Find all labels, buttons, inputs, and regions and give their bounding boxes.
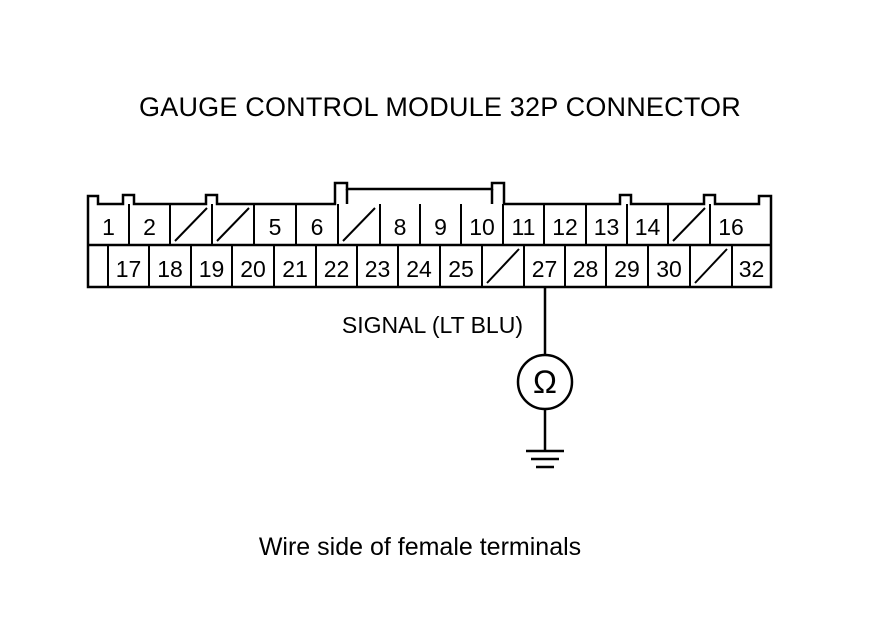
terminal-28: 28 bbox=[573, 256, 599, 282]
empty-terminal-slash bbox=[694, 248, 728, 284]
terminal-6: 6 bbox=[311, 214, 324, 240]
terminal-13: 13 bbox=[594, 214, 620, 240]
terminal-14: 14 bbox=[635, 214, 661, 240]
empty-terminal-slash bbox=[216, 207, 250, 242]
terminal-8: 8 bbox=[394, 214, 407, 240]
terminal-20: 20 bbox=[240, 256, 266, 282]
terminal-24: 24 bbox=[406, 256, 432, 282]
terminal-12: 12 bbox=[552, 214, 578, 240]
terminal-5: 5 bbox=[269, 214, 282, 240]
terminal-18: 18 bbox=[157, 256, 183, 282]
terminal-23: 23 bbox=[365, 256, 391, 282]
diagram-caption: Wire side of female terminals bbox=[258, 533, 582, 561]
empty-terminal-slash bbox=[342, 207, 376, 242]
terminal-25: 25 bbox=[448, 256, 474, 282]
terminal-30: 30 bbox=[656, 256, 682, 282]
ohm-symbol: Ω bbox=[533, 364, 557, 400]
signal-label: SIGNAL (LT BLU) bbox=[342, 312, 523, 338]
ohmmeter-icon: Ω bbox=[516, 353, 574, 411]
terminal-17: 17 bbox=[116, 256, 142, 282]
terminal-22: 22 bbox=[324, 256, 350, 282]
terminal-32: 32 bbox=[739, 256, 765, 282]
terminal-19: 19 bbox=[199, 256, 225, 282]
empty-terminal-slash bbox=[174, 207, 208, 242]
empty-terminal-slash bbox=[672, 207, 706, 242]
terminal-1: 1 bbox=[102, 214, 115, 240]
terminal-21: 21 bbox=[282, 256, 308, 282]
terminal-11: 11 bbox=[512, 214, 536, 240]
terminal-29: 29 bbox=[614, 256, 640, 282]
terminal-16: 16 bbox=[718, 214, 744, 240]
terminal-10: 10 bbox=[469, 214, 495, 240]
terminal-27: 27 bbox=[532, 256, 558, 282]
diagram-title: GAUGE CONTROL MODULE 32P CONNECTOR bbox=[139, 92, 741, 122]
empty-terminal-slash bbox=[486, 248, 520, 284]
terminal-9: 9 bbox=[434, 214, 447, 240]
connector-outline bbox=[86, 181, 773, 289]
terminal-2: 2 bbox=[143, 214, 156, 240]
ground-icon bbox=[526, 449, 564, 469]
